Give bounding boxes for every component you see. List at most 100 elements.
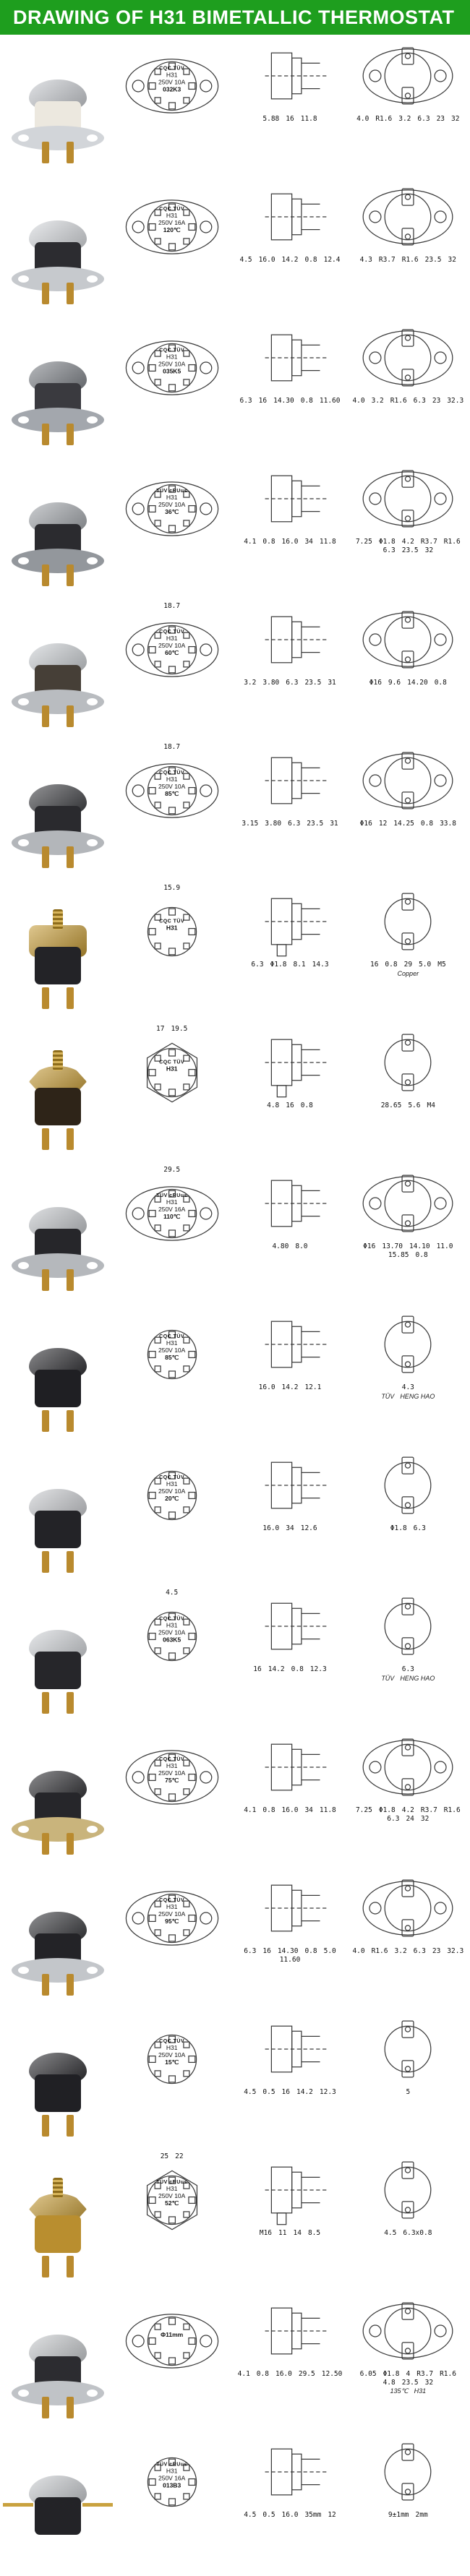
dimension-label: 6.3 — [251, 960, 264, 969]
dimension-label: 14.2 — [281, 255, 299, 264]
dimension-label: 3.2 — [244, 678, 257, 687]
front-view-glyph — [125, 481, 218, 536]
back-view-glyph — [362, 611, 453, 668]
dimension-label: 19.5 — [171, 1024, 188, 1033]
side-view-glyph — [265, 2025, 328, 2072]
thermostat-photo — [4, 1732, 111, 1862]
dimension-label: 3.2 — [398, 114, 411, 123]
dimension-label: 6.3 — [387, 1814, 400, 1823]
front-dimensions — [171, 1447, 174, 1457]
dimension-label: 0.8 — [434, 678, 447, 687]
front-view-glyph — [147, 1329, 197, 1379]
dimension-label: R1.6 — [443, 1806, 461, 1814]
dimension-label: 16.0 — [275, 2369, 292, 2378]
thermostat-photo — [4, 322, 111, 452]
dimension-label: 14.25 — [393, 819, 414, 828]
back-dimensions: 5 — [404, 2087, 411, 2098]
front-dimensions — [171, 319, 174, 330]
side-view-glyph — [265, 757, 328, 804]
back-dimensions: 6.3 — [401, 1665, 416, 1675]
dimension-label: 0.5 — [262, 2087, 275, 2096]
back-label: HENG HAO — [400, 1392, 435, 1400]
dimension-label: 4.3 — [359, 255, 372, 264]
mounting-hole — [87, 2389, 98, 2397]
photo-flange — [12, 548, 104, 573]
dimension-label: 4.0 — [352, 1946, 365, 1955]
mounting-hole — [87, 1261, 98, 1269]
dimension-label: 16 — [286, 114, 294, 123]
back-label: Copper — [397, 969, 419, 977]
back-view-glyph — [362, 1879, 453, 1936]
dimension-label: 23.5 — [401, 2378, 419, 2387]
dimension-label: 0.8 — [385, 960, 398, 969]
dimension-label: 18.7 — [163, 601, 181, 610]
back-dimensions: 4.3 — [401, 1383, 416, 1393]
photo-body — [35, 2074, 81, 2112]
dimension-label: 6.3 — [413, 1524, 426, 1532]
dimension-label: 3.80 — [265, 819, 282, 828]
photo-flange — [12, 1253, 104, 1278]
back-view-glyph — [384, 2443, 432, 2500]
front-dimensions: 18.7 — [162, 742, 181, 752]
dimension-label: 31 — [330, 819, 338, 828]
mounting-hole — [87, 838, 98, 846]
dimension-label: Φ16 — [359, 819, 372, 828]
side-view-glyph — [265, 52, 328, 99]
dimension-label: 16 — [286, 1101, 294, 1109]
dimension-label: 6.3 — [239, 396, 252, 405]
side-view-glyph — [265, 2166, 328, 2225]
dimension-label: Φ1.8 — [378, 537, 396, 546]
dimension-label: 23 — [432, 1946, 441, 1955]
back-label: HENG HAO — [400, 1674, 435, 1682]
thermostat-photo — [4, 1168, 111, 1298]
dimension-label: Φ16 — [369, 678, 382, 687]
dimension-label: 11.60 — [279, 1955, 301, 1964]
dimension-label: 6.3 — [286, 678, 299, 687]
front-view-glyph — [147, 906, 197, 956]
dimension-label: M5 — [437, 960, 446, 969]
dimension-label: 0.8 — [262, 537, 275, 546]
dimension-label: 3.2 — [371, 396, 384, 405]
dimension-label: 16.0 — [281, 1806, 299, 1814]
dimension-label: 3.15 — [242, 819, 259, 828]
dimension-label: 24 — [406, 1814, 414, 1823]
dimension-label: Φ1.8 — [383, 2369, 400, 2378]
thermostat-photo — [4, 463, 111, 593]
mounting-hole — [87, 416, 98, 424]
dimension-label: 32.3 — [447, 1946, 464, 1955]
back-view-glyph — [384, 1456, 432, 1514]
dimension-label: 16 — [262, 1946, 271, 1955]
dimension-label: 12 — [328, 2510, 336, 2519]
dimension-label: 29 — [403, 960, 413, 969]
front-dimensions: 18.7 — [162, 601, 181, 611]
mounting-hole — [87, 1825, 98, 1833]
dimension-label: 0.8 — [256, 2369, 269, 2378]
